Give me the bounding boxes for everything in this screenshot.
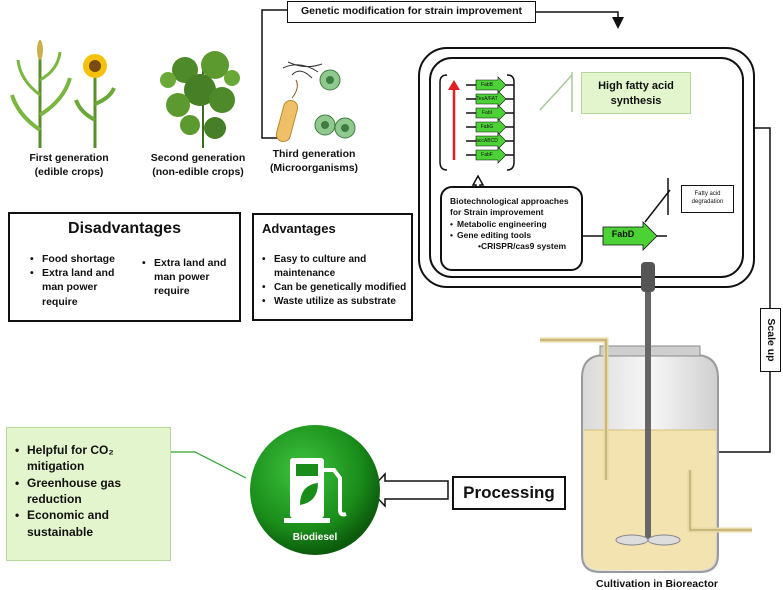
- list-item: Waste utilize as substrate: [262, 295, 412, 309]
- bioreactor-image: [540, 262, 752, 573]
- approaches-box: Biotechnological approaches for Strain i…: [440, 186, 583, 271]
- gene-label-accabcd: accABCD: [476, 138, 498, 144]
- second-gen-disadvantages-list: Extra land and man power require: [142, 256, 237, 299]
- list-item: Can be genetically modified: [262, 281, 412, 295]
- gene-label-fabi: FabI: [481, 110, 492, 116]
- fabd-gene-label: FabD: [611, 229, 635, 239]
- fatty-acid-degradation-box: Fatty acid degradation: [681, 185, 734, 213]
- gene-label-fabb: FabB: [481, 82, 493, 88]
- scale-up-arrow: [679, 127, 771, 458]
- list-item: Extra land and man power require: [30, 266, 125, 309]
- scale-up-label: Scale up: [764, 318, 777, 362]
- list-item: Helpful for CO₂ mitigation: [15, 442, 165, 475]
- second-generation-subtitle: (non-edible crops): [152, 166, 244, 179]
- gene-panel: [439, 74, 515, 171]
- disadvantages-box: Disadvantages Food shortage Extra land a…: [8, 212, 241, 322]
- first-generation-title: First generation: [29, 152, 109, 164]
- list-item: Gene editing tools: [450, 230, 575, 241]
- approaches-crispr: •CRISPR/cas9 system: [478, 241, 567, 252]
- advantages-list: Easy to culture and maintenance Can be g…: [262, 253, 412, 309]
- second-generation-plant-image: [160, 51, 240, 148]
- gene-arrows: [466, 76, 514, 164]
- first-generation-caption: First generation (edible crops): [18, 151, 120, 179]
- processing-box: Processing: [452, 476, 566, 510]
- list-item: Economic and sustainable: [15, 507, 165, 540]
- list-item: Greenhouse gas reduction: [15, 475, 165, 508]
- microorganisms-image: [275, 61, 356, 143]
- first-generation-plants-image: [10, 40, 116, 148]
- list-item: Easy to culture and maintenance: [262, 253, 412, 281]
- microbial-cell: [418, 47, 755, 288]
- genetic-modification-arrow: [261, 9, 624, 139]
- genetic-modification-label: Genetic modification for strain improvem…: [287, 1, 536, 23]
- disadvantages-title: Disadvantages: [68, 220, 181, 237]
- second-generation-caption: Second generation (non-edible crops): [142, 151, 254, 179]
- gene-label-tesa-fat: TesA/FAT: [476, 96, 498, 102]
- list-item: Food shortage: [30, 252, 125, 266]
- biodiesel-pump-icon: [250, 425, 380, 555]
- gene-label-fabf: FabF: [481, 152, 493, 158]
- advantages-title: Advantages: [262, 221, 336, 236]
- advantages-box: Advantages Easy to culture and maintenan…: [252, 213, 413, 321]
- list-item: Metabolic engineering: [450, 219, 575, 230]
- benefits-connector: [170, 451, 247, 479]
- processing-arrow: [368, 472, 449, 508]
- high-fatty-acid-connector: [539, 74, 573, 111]
- bioreactor-caption: Cultivation in Bioreactor: [596, 578, 718, 590]
- approaches-title: Biotechnological approaches for Strain i…: [450, 196, 569, 218]
- second-generation-title: Second generation: [150, 152, 246, 164]
- benefits-list: Helpful for CO₂ mitigation Greenhouse ga…: [15, 442, 165, 540]
- third-generation-caption: Third generation (Microorganisms): [258, 147, 370, 175]
- high-fatty-acid-box: High fatty acid synthesis: [581, 72, 691, 114]
- third-generation-subtitle: (Microorganisms): [269, 162, 359, 175]
- biodiesel-label: Biodiesel: [292, 532, 338, 543]
- benefits-box: Helpful for CO₂ mitigation Greenhouse ga…: [6, 427, 171, 561]
- scale-up-box: Scale up: [760, 308, 781, 372]
- third-generation-title: Third generation: [272, 148, 356, 160]
- list-item: Extra land and man power require: [142, 256, 237, 299]
- approaches-list: Metabolic engineering Gene editing tools: [450, 219, 575, 241]
- first-gen-disadvantages-list: Food shortage Extra land and man power r…: [30, 252, 125, 309]
- first-generation-subtitle: (edible crops): [34, 166, 104, 179]
- gene-label-fabg: FabG: [480, 124, 494, 130]
